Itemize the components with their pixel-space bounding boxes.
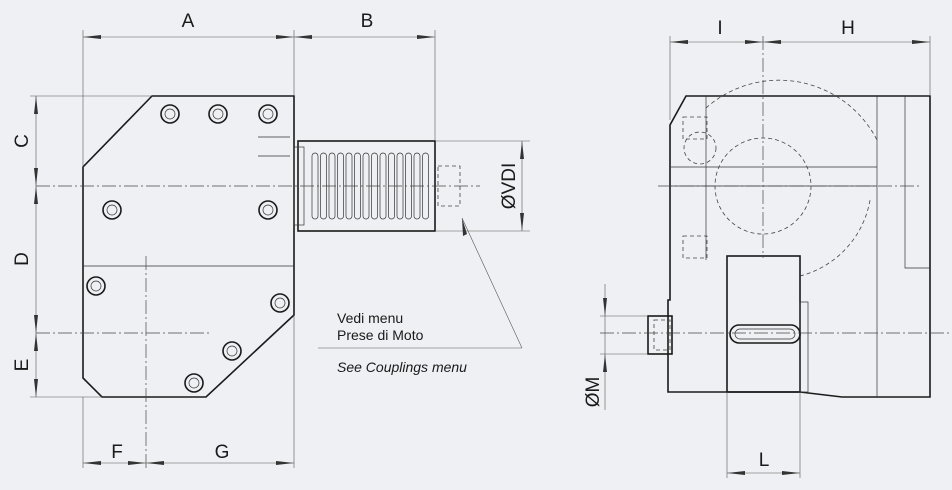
hidden-pocket — [682, 116, 708, 140]
side-screw-socket — [653, 319, 671, 351]
side-screw-head — [647, 315, 673, 355]
screw-icon — [86, 276, 106, 296]
dim-label-d: D — [12, 252, 33, 266]
screw-icon — [258, 104, 278, 124]
lower-block — [726, 255, 801, 393]
note-line-2: Prese di Moto — [337, 327, 424, 343]
dim-label-c: C — [12, 134, 33, 148]
serration-tooth — [337, 152, 344, 220]
side-body-outline — [667, 95, 931, 398]
screw-icon — [258, 200, 278, 220]
dim-label-i: I — [717, 18, 722, 39]
dim-label-a: A — [182, 11, 195, 32]
note-line-3: See Couplings menu — [337, 359, 467, 375]
side-view: I H L ØM — [583, 18, 952, 478]
dim-label-h: H — [841, 18, 855, 39]
hidden-screw-circle — [683, 131, 717, 165]
side-step-line — [904, 96, 930, 269]
front-view: A B F G C D E ØVDI Vedi menu Prese di Mo… — [12, 11, 530, 468]
dim-label-l: L — [759, 450, 770, 471]
screw-icon — [270, 293, 290, 313]
screw-icon — [222, 341, 242, 361]
dim-label-f: F — [111, 442, 123, 463]
lower-block-face — [799, 301, 809, 393]
hidden-arc — [799, 199, 871, 277]
screw-icon — [208, 104, 228, 124]
screw-icon — [184, 373, 204, 393]
dim-label-m: ØM — [583, 377, 604, 408]
dim-label-g: G — [215, 442, 230, 463]
key-slot-inner — [734, 328, 796, 340]
note-line-1: Vedi menu — [337, 310, 403, 326]
dim-label-e: E — [12, 359, 33, 372]
note-leader — [461, 217, 523, 349]
screw-icon — [102, 200, 122, 220]
screw-icon — [160, 104, 180, 124]
dim-label-vdi: ØVDI — [499, 163, 520, 209]
key-slot — [729, 324, 801, 344]
front-body-outline — [82, 95, 295, 398]
hidden-arc — [705, 79, 878, 141]
dim-label-b: B — [361, 11, 374, 32]
hidden-pocket — [682, 235, 708, 259]
